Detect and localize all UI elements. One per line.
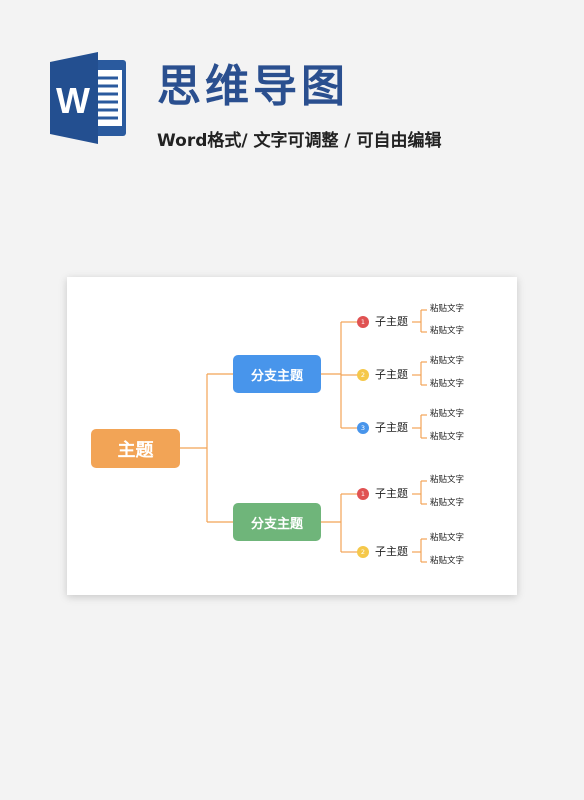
subtopic[interactable]: 子主题 <box>375 421 408 434</box>
subtopic[interactable]: 子主题 <box>375 545 408 558</box>
subtopic-badge: 1 <box>357 488 369 500</box>
leaf-text[interactable]: 粘贴文字 <box>430 356 465 366</box>
subtopic-badge: 3 <box>357 422 369 434</box>
branch-topic-2[interactable]: 分支主题 <box>233 503 321 541</box>
branch-topic-1[interactable]: 分支主题 <box>233 355 321 393</box>
subtopic-badge: 2 <box>357 369 369 381</box>
mindmap-card: 主题 分支主题 分支主题 1 子主题 粘贴文字 粘贴文字 2 子主题 粘贴文字 … <box>67 277 517 595</box>
subtopic[interactable]: 子主题 <box>375 487 408 500</box>
leaf-text[interactable]: 粘贴文字 <box>430 475 465 485</box>
leaf-text[interactable]: 粘贴文字 <box>430 556 465 566</box>
subtopic-badge: 2 <box>357 546 369 558</box>
logo-letter: W <box>56 80 90 121</box>
leaf-text[interactable]: 粘贴文字 <box>430 379 465 389</box>
root-topic[interactable]: 主题 <box>91 429 180 468</box>
subtopic[interactable]: 子主题 <box>375 368 408 381</box>
leaf-text[interactable]: 粘贴文字 <box>430 304 465 314</box>
subtopic[interactable]: 子主题 <box>375 315 408 328</box>
subtopic-badge: 1 <box>357 316 369 328</box>
leaf-text[interactable]: 粘贴文字 <box>430 533 465 543</box>
word-logo-icon: W <box>50 52 126 144</box>
leaf-text[interactable]: 粘贴文字 <box>430 498 465 508</box>
page-title: 思维导图 <box>157 61 349 112</box>
mindmap-connectors <box>180 309 427 563</box>
page-subtitle: Word格式/ 文字可调整 / 可自由编辑 <box>157 131 442 151</box>
leaf-text[interactable]: 粘贴文字 <box>430 432 465 442</box>
leaf-text[interactable]: 粘贴文字 <box>430 409 465 419</box>
leaf-text[interactable]: 粘贴文字 <box>430 326 465 336</box>
